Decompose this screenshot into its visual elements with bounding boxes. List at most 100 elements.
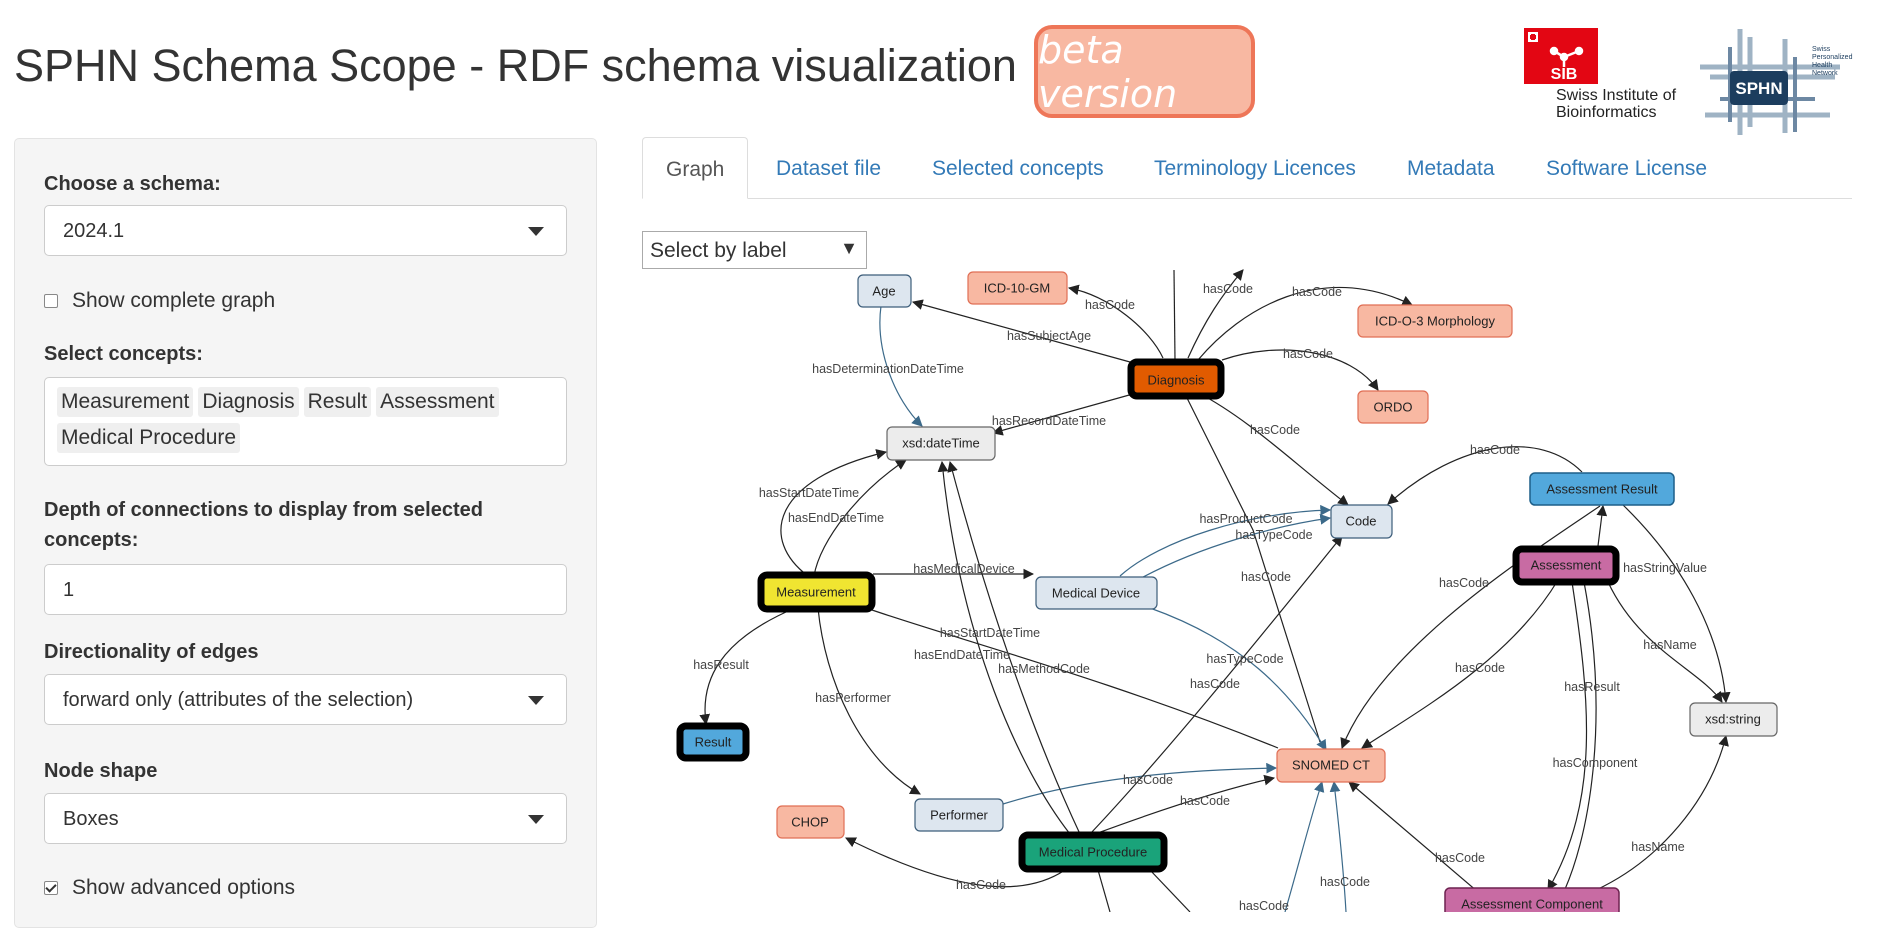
edge-diag-up: [1173, 269, 1176, 361]
edge-label: hasProductCode: [1199, 512, 1292, 526]
edge-label: hasCode: [1190, 677, 1240, 691]
node-medical-device[interactable]: Medical Device: [1035, 576, 1158, 610]
node-medical-procedure[interactable]: Medical Procedure: [1018, 831, 1168, 873]
node-snomed[interactable]: SNOMED CT: [1276, 748, 1386, 783]
node-medical-device-label: Medical Device: [1052, 586, 1140, 601]
edge-diag-ordo: [1221, 349, 1379, 391]
tab-graph[interactable]: Graph: [642, 137, 749, 199]
edge-label: hasEndDateTime: [788, 511, 884, 525]
concept-tag[interactable]: Diagnosis: [198, 387, 299, 417]
edge-device-code2: [1133, 514, 1332, 583]
directionality-select[interactable]: forward only (attributes of the selectio…: [44, 674, 567, 725]
schema-graph[interactable]: hasCode hasCode hasCode hasCode hasCode …: [642, 260, 1879, 912]
node-diagnosis-label: Diagnosis: [1147, 373, 1205, 388]
node-diagnosis[interactable]: Diagnosis: [1127, 358, 1225, 400]
show-advanced-options-checkbox[interactable]: Show advanced options: [44, 876, 295, 900]
edge-device-snomed: [1149, 607, 1327, 751]
node-result-label: Result: [695, 735, 732, 750]
node-ordo[interactable]: ORDO: [1357, 390, 1429, 424]
node-code[interactable]: Code: [1330, 504, 1393, 539]
edge-diag-code: [1196, 391, 1349, 506]
tab-selected-concepts[interactable]: Selected concepts: [932, 157, 1104, 180]
edge-label: hasMedicalDevice: [913, 562, 1014, 576]
edge-meas-start: [780, 449, 888, 577]
checkbox-icon[interactable]: [44, 294, 58, 308]
show-complete-graph-checkbox[interactable]: Show complete graph: [44, 289, 275, 313]
concept-tag[interactable]: Assessment: [376, 387, 499, 417]
show-advanced-options-label: Show advanced options: [72, 876, 295, 899]
edge-label: hasCode: [956, 878, 1006, 892]
chevron-down-icon: [528, 815, 544, 824]
edge-label: hasRecordDateTime: [992, 414, 1106, 428]
edge-assess-snomed: [1361, 579, 1559, 749]
tab-dataset-file[interactable]: Dataset file: [776, 157, 882, 180]
edge-label: hasStartDateTime: [759, 486, 859, 500]
edge-assess-component2: [1559, 581, 1597, 901]
edge-proc-down: [1097, 869, 1111, 912]
concept-tag[interactable]: Medical Procedure: [57, 423, 241, 453]
node-chop[interactable]: CHOP: [776, 805, 845, 839]
edge-label: hasComponent: [1553, 756, 1638, 770]
schema-select[interactable]: 2024.1: [44, 205, 567, 256]
edge-label: hasTypeCode: [1206, 652, 1283, 666]
sidebar-panel: Choose a schema: 2024.1 Show complete gr…: [14, 138, 597, 928]
node-icd10-label: ICD-10-GM: [984, 281, 1050, 296]
edge-label: hasPerformer: [815, 691, 891, 705]
beta-badge: beta version: [1034, 25, 1255, 118]
edge-label: hasMethodCode: [998, 662, 1090, 676]
node-chop-label: CHOP: [791, 815, 829, 830]
graph-nodes: Age ICD-10-GM ICD-O-3 Morphology Diagnos…: [676, 271, 1778, 912]
sphn-small-2: Personalized: [1812, 54, 1853, 61]
edge-label: hasTypeCode: [1235, 528, 1312, 542]
depth-input-value: 1: [63, 579, 75, 601]
edge-label: hasSubjectAge: [1007, 329, 1091, 343]
node-assessment[interactable]: Assessment: [1512, 545, 1620, 586]
edge-up-snomed: [1284, 780, 1325, 912]
tab-terminology-licences[interactable]: Terminology Licences: [1154, 157, 1356, 180]
edge-label: hasName: [1631, 840, 1685, 854]
page-title: SPHN Schema Scope - RDF schema visualiza…: [14, 40, 1017, 91]
edge-proc-snomed: [1094, 774, 1276, 835]
edge-label: hasStringValue: [1623, 561, 1707, 575]
node-age[interactable]: Age: [857, 274, 912, 308]
edge-label: hasCode: [1292, 285, 1342, 299]
node-measurement[interactable]: Measurement: [757, 571, 876, 613]
node-shape-select[interactable]: Boxes: [44, 793, 567, 844]
node-code-label: Code: [1345, 514, 1376, 529]
edge-label: hasCode: [1439, 576, 1489, 590]
edge-proc-end: [947, 460, 1081, 835]
node-performer[interactable]: Performer: [914, 798, 1004, 832]
checkbox-checked-icon[interactable]: [44, 881, 58, 895]
edge-label: hasResult: [1564, 680, 1620, 694]
node-assessment-result-label: Assessment Result: [1546, 482, 1658, 497]
depth-input[interactable]: 1: [44, 564, 567, 615]
node-assessment-component[interactable]: Assessment Component: [1444, 887, 1620, 912]
node-icdo3-label: ICD-O-3 Morphology: [1375, 314, 1495, 329]
sphn-small-3: Health: [1812, 62, 1832, 69]
edge-label: hasCode: [1239, 899, 1289, 912]
node-icdo3[interactable]: ICD-O-3 Morphology: [1357, 304, 1513, 338]
edge-proc-code: [1089, 535, 1343, 835]
tab-metadata[interactable]: Metadata: [1407, 157, 1495, 180]
node-xsd-string[interactable]: xsd:string: [1689, 702, 1778, 737]
edge-diag-datetime: [991, 391, 1141, 436]
edge-meas-performer: [817, 607, 921, 795]
edge-label: hasDeterminationDateTime: [812, 362, 964, 376]
sphn-small-1: Swiss: [1812, 46, 1831, 53]
node-icd10[interactable]: ICD-10-GM: [967, 271, 1068, 305]
edge-age-datetime: [879, 305, 923, 427]
edge-label: hasName: [1643, 638, 1697, 652]
edge-assess-result: [1596, 504, 1608, 547]
tab-software-license[interactable]: Software License: [1546, 157, 1708, 180]
edge-meas-result: [699, 607, 796, 726]
schema-select-value: 2024.1: [63, 220, 125, 242]
select-by-label-dropdown[interactable]: Select by label ▼: [642, 231, 867, 269]
node-datetime[interactable]: xsd:dateTime: [886, 426, 996, 461]
chevron-down-icon: [528, 227, 544, 236]
concept-tag[interactable]: Result: [303, 387, 372, 417]
node-assessment-result[interactable]: Assessment Result: [1529, 472, 1675, 506]
node-result[interactable]: Result: [676, 722, 750, 762]
concept-tag[interactable]: Measurement: [57, 387, 194, 417]
edge-comp-string: [1595, 734, 1729, 891]
